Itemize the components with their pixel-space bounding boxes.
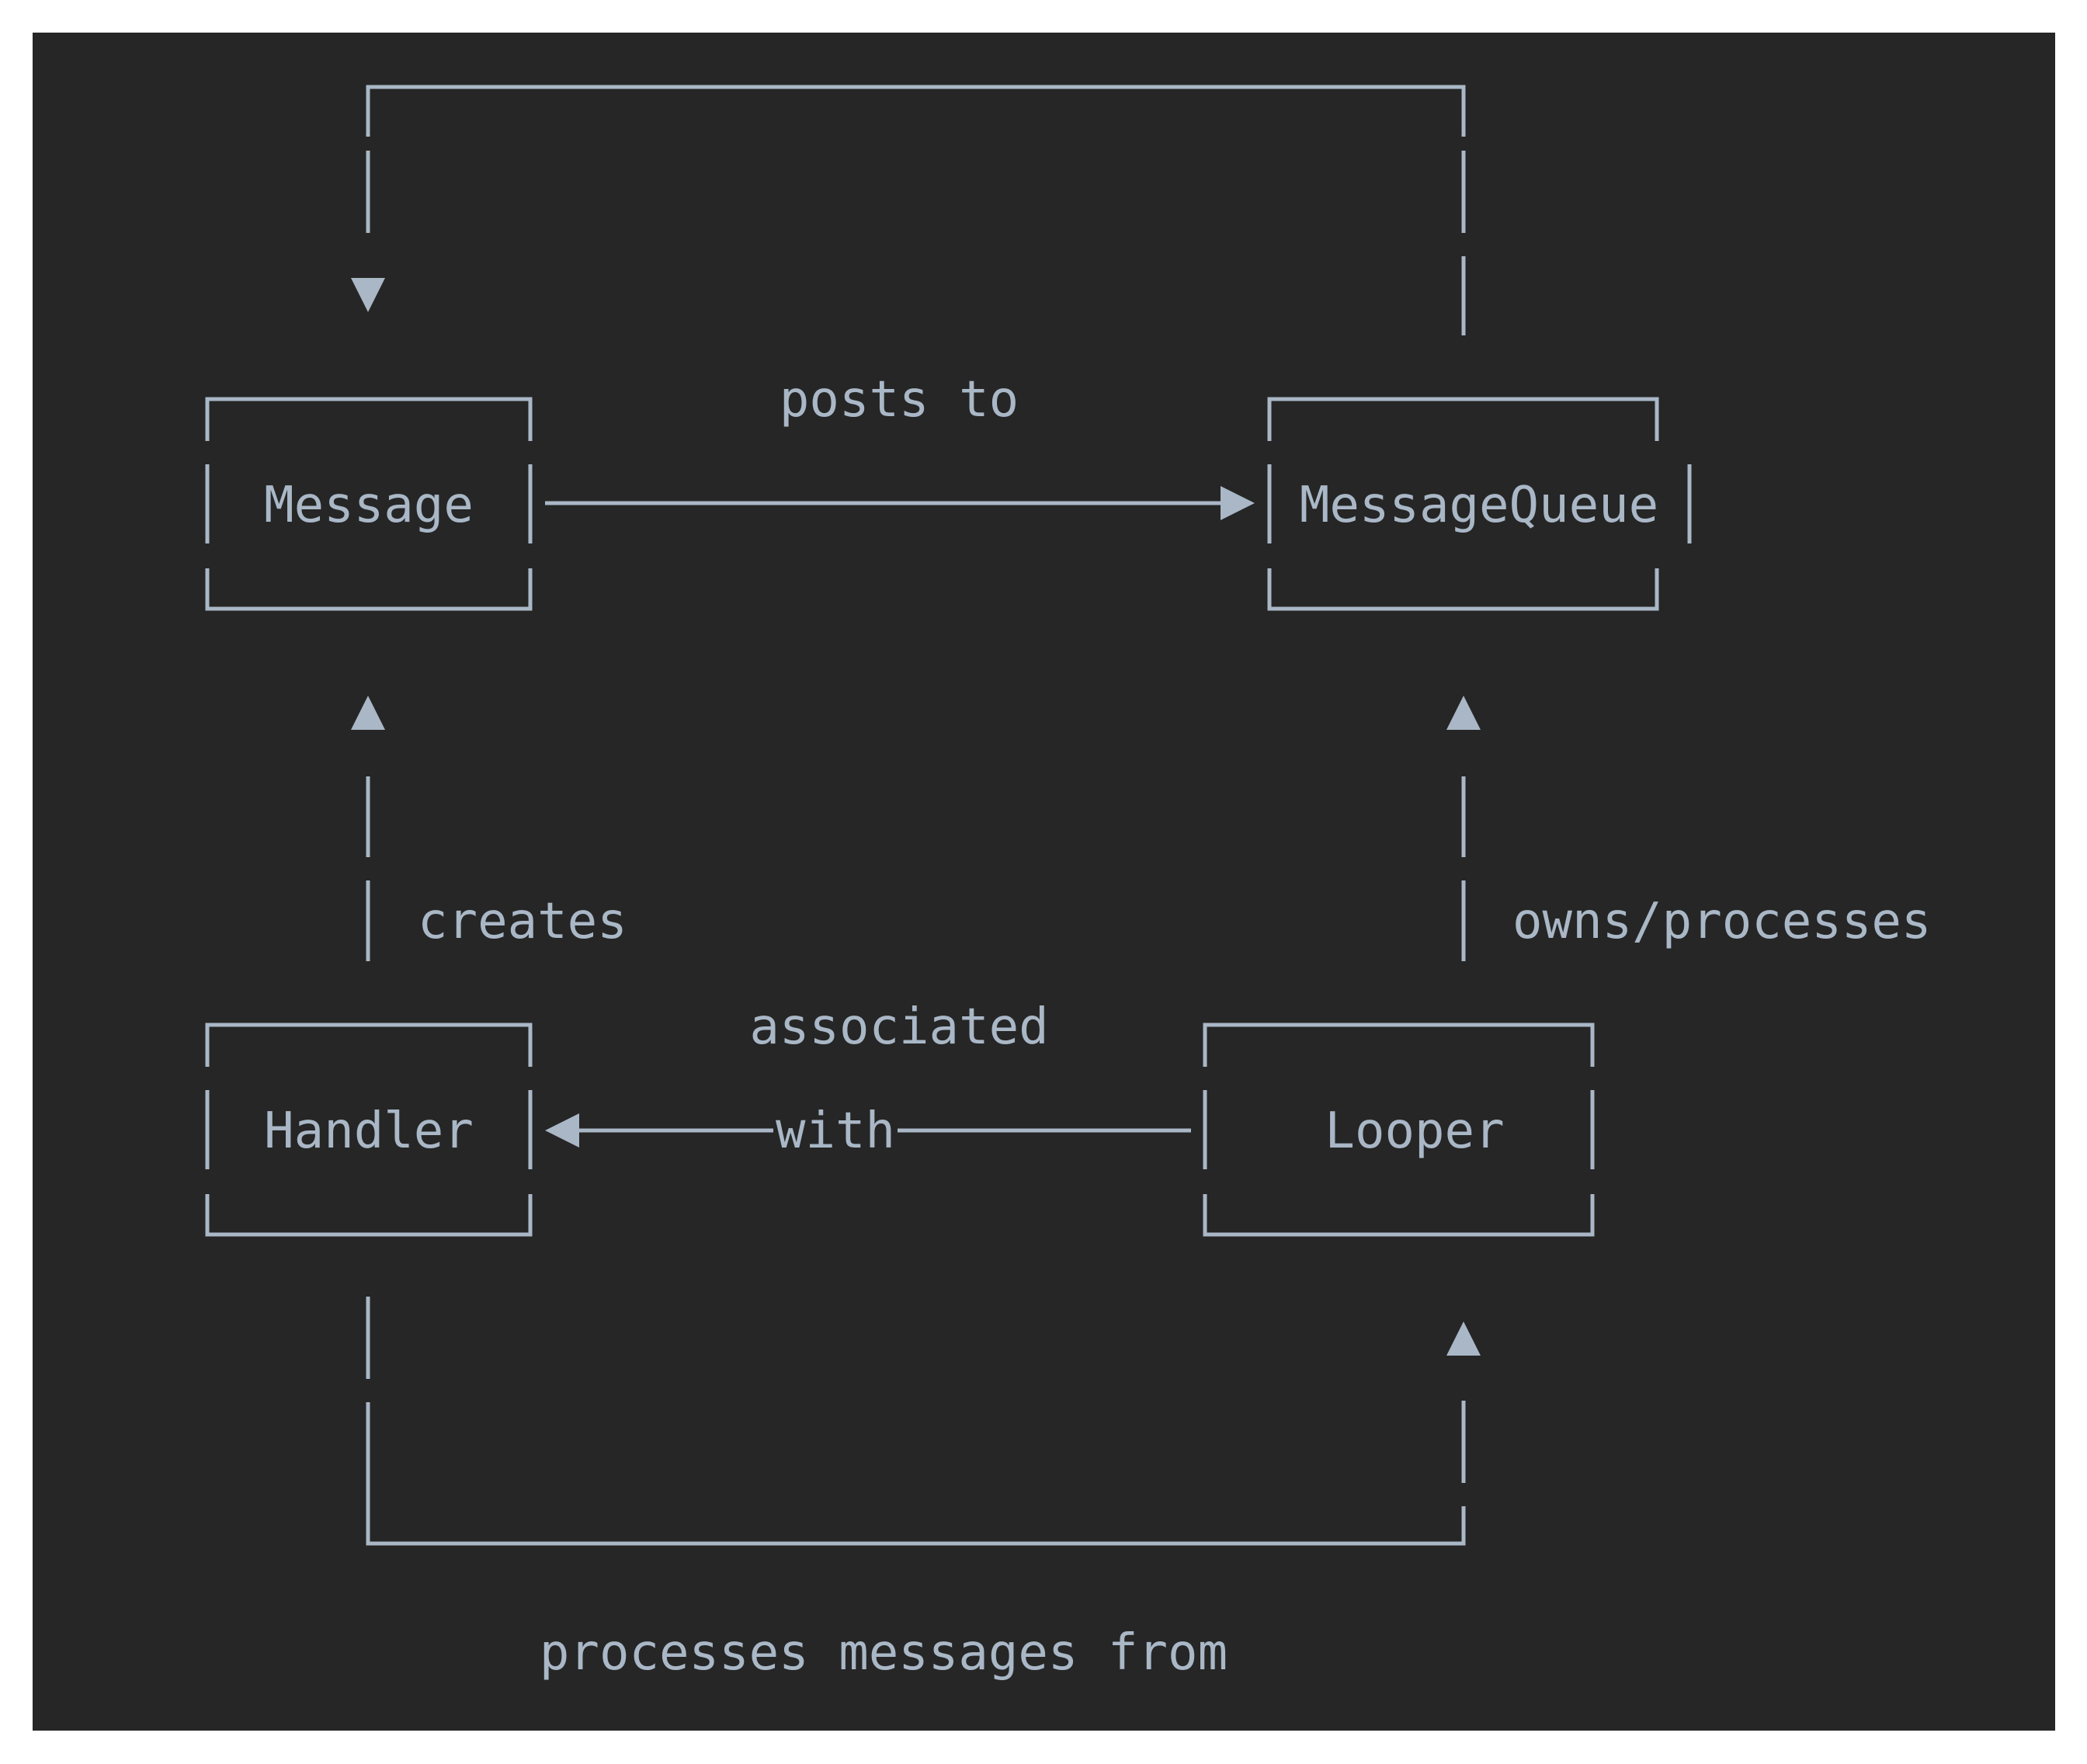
node-handler: Handler [205,1023,533,1237]
edge-looper-associated-with-handler: associated with [545,998,1191,1160]
edge-handler-creates-message: creates [351,696,627,961]
edge-looper-owns-queue: owns/processes [1446,696,1931,961]
edge-label-processes-from: processes messages from [540,1624,1228,1682]
arrowhead-left-icon [545,1113,579,1148]
edge-label-associated: associated [749,998,1048,1056]
node-message-label: Message [264,477,474,534]
arrowhead-up-icon [1446,696,1481,730]
edge-message-posts-to-queue: posts to [545,371,1255,520]
edge-handler-processes-from-looper: processes messages from [363,1297,1481,1682]
arrowhead-up-icon [1446,1321,1481,1356]
node-handler-label: Handler [264,1102,474,1160]
arrowhead-down-icon [351,278,385,312]
edge-label-creates: creates [418,893,627,950]
node-messagequeue: MessageQueue [1267,397,1692,611]
node-messagequeue-label: MessageQueue [1300,477,1658,534]
edge-label-posts-to: posts to [780,371,1019,429]
edge-label-with: with [776,1102,895,1160]
edge-queue-to-message-top [351,85,1469,335]
node-looper: Looper [1203,1023,1595,1237]
arrowhead-up-icon [351,696,385,730]
edge-label-owns-processes: owns/processes [1512,893,1931,950]
arrowhead-right-icon [1221,486,1255,520]
node-looper-label: Looper [1325,1102,1504,1160]
node-message: Message [205,397,533,611]
